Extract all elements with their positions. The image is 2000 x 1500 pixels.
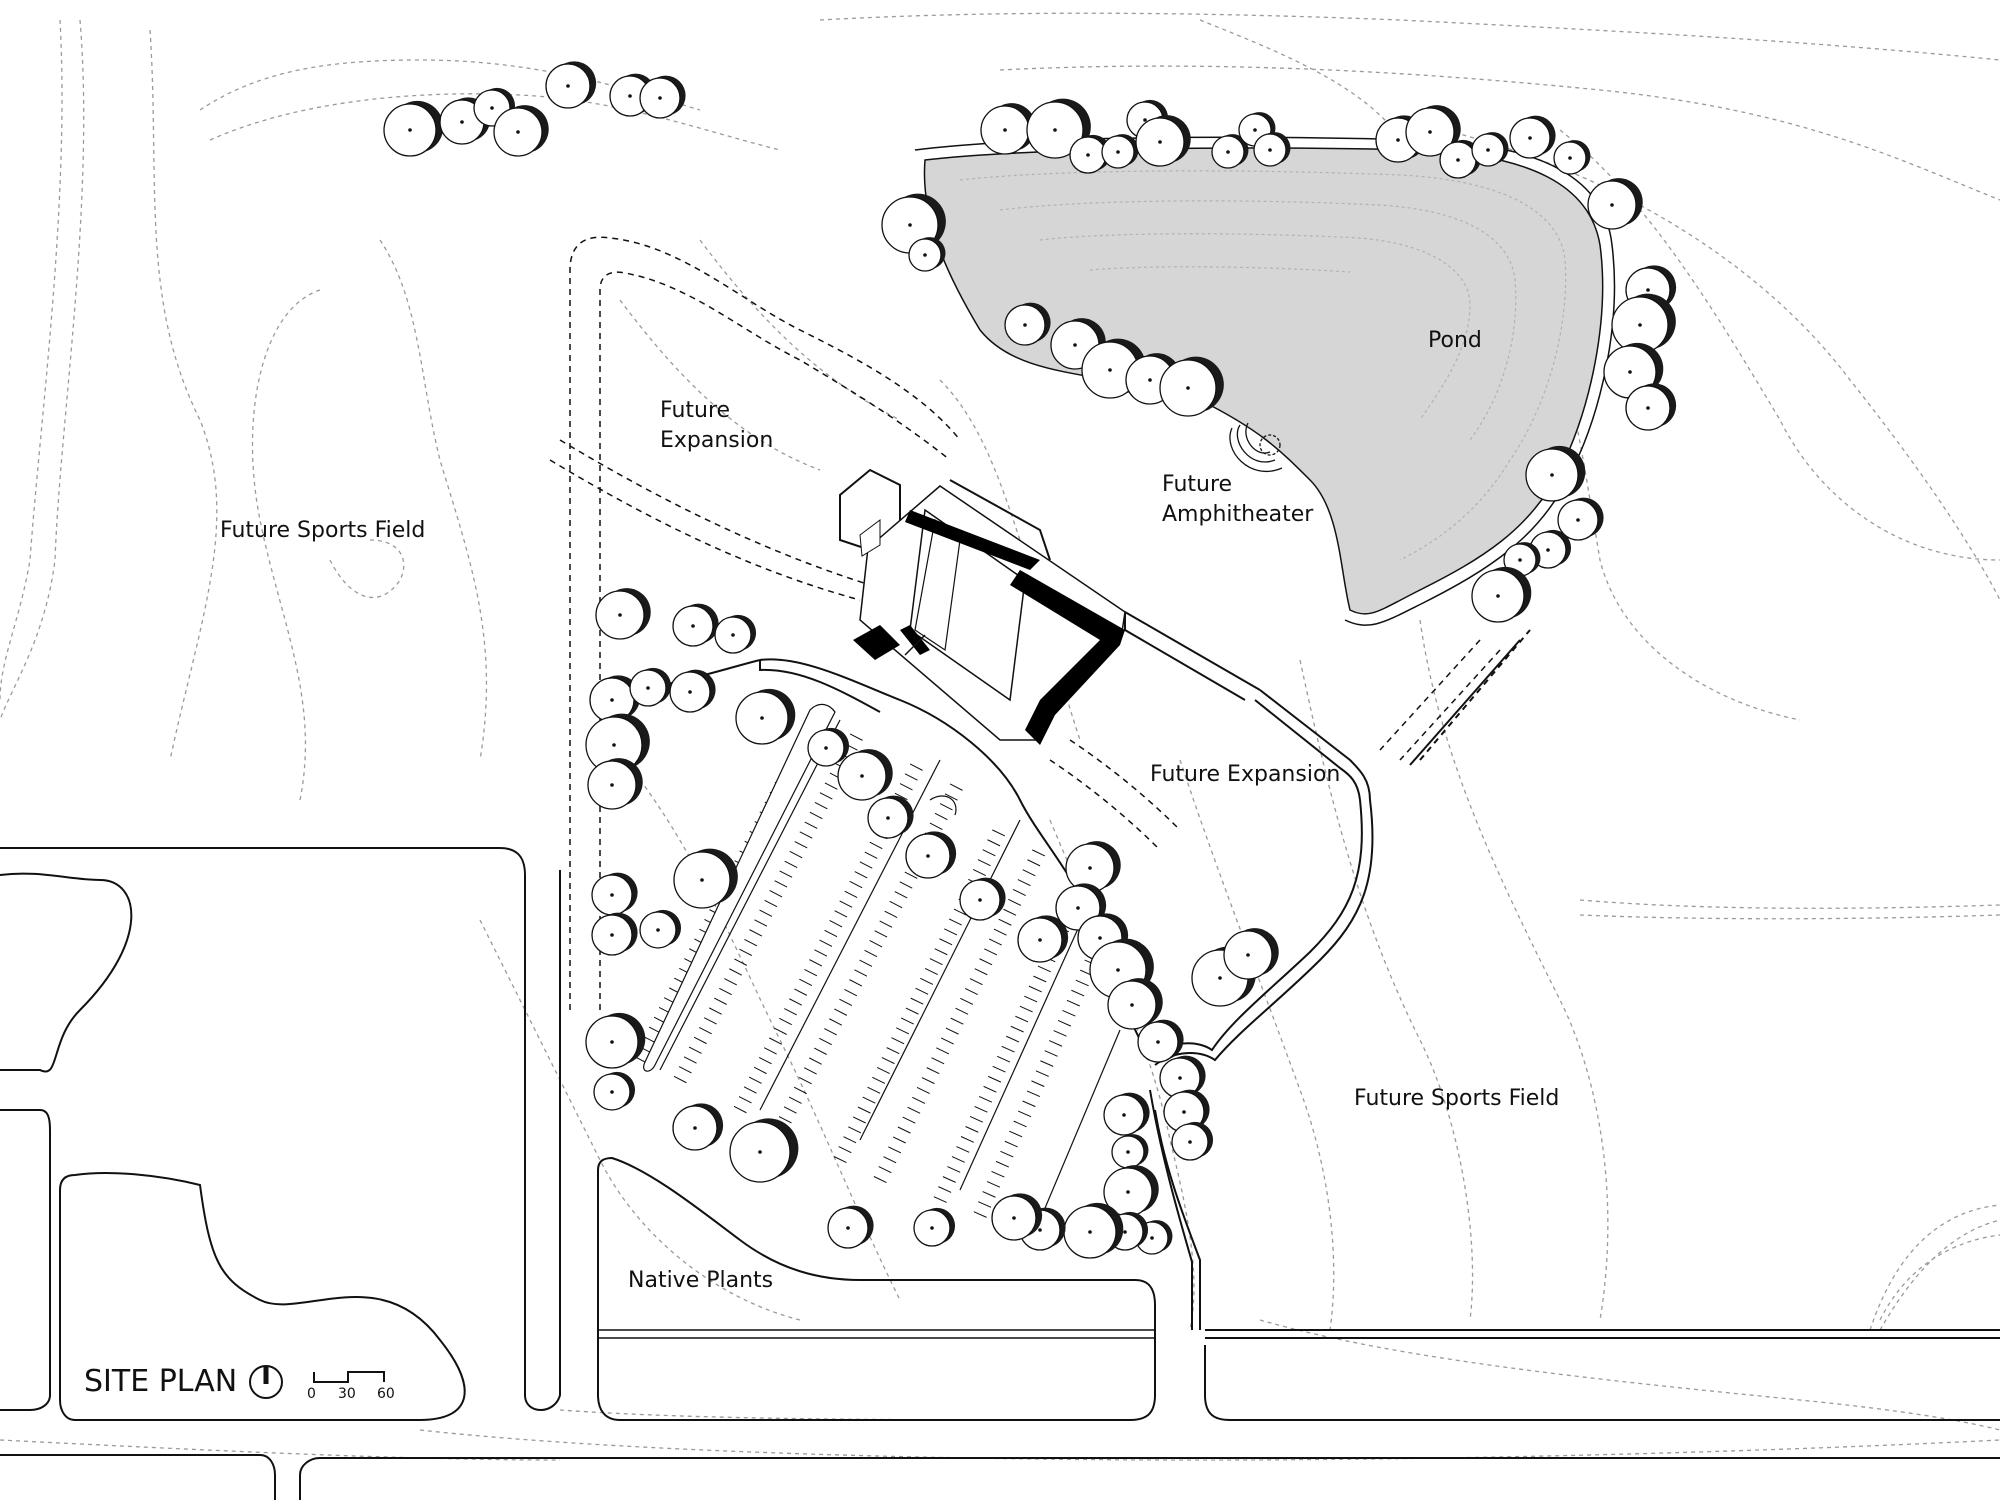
tree (1509, 115, 1556, 159)
tree (959, 877, 1006, 921)
tree (1253, 132, 1291, 167)
tree (1081, 338, 1146, 399)
tree (1103, 1165, 1159, 1217)
tree (629, 667, 672, 707)
tree (1159, 356, 1224, 417)
amphitheater (1229, 422, 1283, 473)
tree (1101, 134, 1139, 169)
tree (545, 61, 597, 109)
tree (585, 1012, 646, 1069)
building (853, 485, 1126, 745)
tree (593, 1071, 636, 1111)
roads (0, 468, 2000, 1500)
tree (735, 688, 796, 745)
tree (595, 588, 651, 640)
tree (905, 831, 957, 879)
scale-tick-0: 0 (307, 1386, 316, 1402)
tree (980, 103, 1036, 155)
tree (383, 100, 444, 157)
scale-tick-60: 60 (377, 1386, 395, 1402)
north-arrow-icon (249, 1365, 283, 1399)
tree (1587, 178, 1643, 230)
tree (1557, 497, 1604, 541)
tree (669, 669, 716, 713)
tree (1503, 542, 1541, 577)
tree (1471, 566, 1532, 623)
tree (1553, 140, 1591, 175)
tree (1111, 1134, 1149, 1169)
tree (1063, 1202, 1124, 1259)
tree (672, 603, 719, 647)
tree (1135, 115, 1191, 167)
tree (591, 872, 638, 916)
label-native-plants: Native Plants (628, 1268, 774, 1293)
tree (837, 749, 893, 801)
tree (1405, 105, 1461, 157)
plan-title: SITE PLAN (84, 1364, 238, 1399)
label-future-sports-field-east: Future Sports Field (1354, 1086, 1560, 1111)
tree (867, 795, 914, 839)
tree (493, 105, 549, 157)
scale-tick-30: 30 (338, 1386, 356, 1402)
tree (714, 614, 757, 654)
tree (1004, 302, 1051, 346)
title-block: SITE PLAN 0 30 60 (84, 1360, 414, 1420)
scale-bar (313, 1371, 385, 1383)
label-future-expansion-north: Future Expansion (660, 398, 774, 453)
trees (383, 61, 1677, 1259)
tree (1525, 445, 1586, 502)
tree (908, 237, 946, 272)
tree (591, 912, 638, 956)
tree (1471, 132, 1509, 167)
label-pond: Pond (1428, 328, 1482, 353)
tree (1137, 1019, 1184, 1063)
tree (1211, 134, 1249, 169)
tree (639, 75, 686, 119)
tree (1065, 841, 1121, 893)
tree (913, 1207, 956, 1247)
tree (672, 1103, 724, 1151)
tree (1223, 928, 1279, 980)
tree (587, 758, 643, 810)
tree (827, 1205, 874, 1249)
tree (1069, 134, 1112, 174)
tree (589, 675, 641, 723)
tree (1603, 342, 1664, 399)
tree (991, 1193, 1043, 1241)
tree (639, 909, 682, 949)
tree (1103, 1092, 1150, 1136)
tree (673, 848, 738, 909)
label-future-amphitheater: Future Amphitheater (1162, 472, 1314, 527)
future-roadway (549, 236, 1501, 1010)
label-future-sports-field-west: Future Sports Field (220, 518, 426, 543)
label-future-expansion-east: Future Expansion (1150, 762, 1341, 787)
tree (1171, 1121, 1214, 1161)
tree (585, 713, 650, 774)
tree (807, 727, 850, 767)
tree (729, 1118, 799, 1183)
tree (1611, 293, 1676, 354)
tree (1159, 1055, 1206, 1099)
tree (1625, 383, 1677, 431)
tree (1107, 978, 1163, 1030)
tree (1017, 915, 1069, 963)
